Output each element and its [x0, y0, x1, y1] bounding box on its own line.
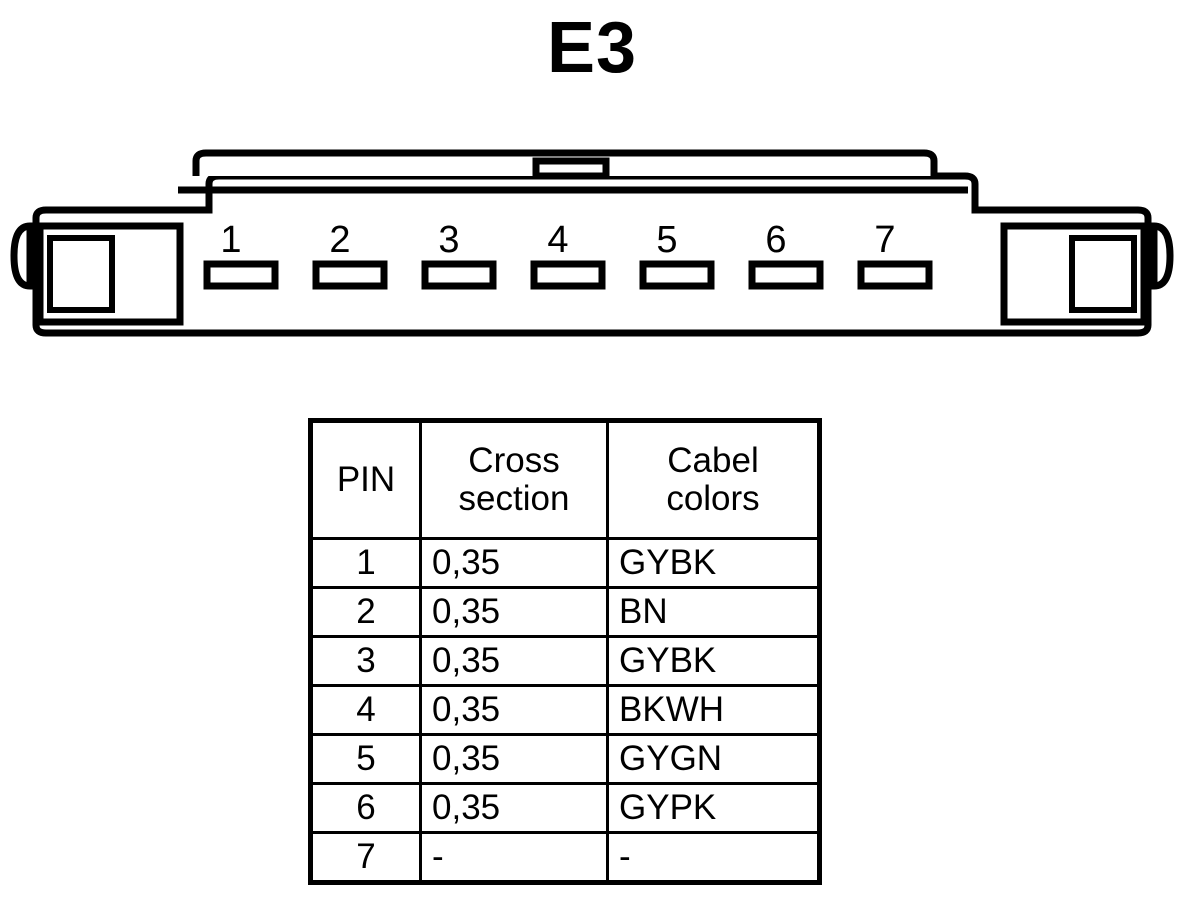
- column-header-cross-section: Cross section: [419, 419, 609, 540]
- column-header-cross-section-line2: section: [458, 479, 570, 518]
- pin-label-2: 2: [329, 219, 350, 261]
- cell-pin: 6: [309, 782, 422, 834]
- pin-slot-1: [203, 260, 279, 290]
- pin-label-6: 6: [765, 219, 786, 261]
- cell-pin: 2: [309, 586, 422, 638]
- cell-cabel-color: BN: [606, 586, 821, 638]
- pin-slot-6: [748, 260, 824, 290]
- cell-cross-section: 0,35: [419, 537, 609, 589]
- cell-pin: 3: [309, 635, 422, 687]
- cell-cross-section: -: [419, 831, 609, 884]
- cell-cross-section: 0,35: [419, 684, 609, 736]
- column-header-cabel-colors-line1: Cabel: [667, 441, 759, 481]
- cell-cabel-color: -: [606, 831, 821, 884]
- cell-pin: 4: [309, 684, 422, 736]
- right-tab-bump: [1150, 222, 1174, 290]
- pin-label-7: 7: [874, 219, 895, 261]
- cell-cabel-color: GYBK: [606, 635, 821, 687]
- cell-cabel-color: GYBK: [606, 537, 821, 589]
- cell-cross-section: 0,35: [419, 733, 609, 785]
- left-locking-tab-inner-square: [47, 235, 115, 313]
- pin-label-3: 3: [438, 219, 459, 261]
- pin-slot-7: [857, 260, 933, 290]
- column-header-pin: PIN: [309, 419, 422, 540]
- pin-label-5: 5: [656, 219, 677, 261]
- table-row: 7--: [309, 831, 821, 884]
- connector-diagram: 1 2 3 4 5 6 7: [0, 130, 1184, 360]
- cell-cross-section: 0,35: [419, 586, 609, 638]
- pin-label-4: 4: [547, 219, 568, 261]
- cell-pin: 7: [309, 831, 422, 884]
- pin-slot-3: [421, 260, 497, 290]
- cell-cabel-color: GYGN: [606, 733, 821, 785]
- latch-slot: [532, 157, 610, 180]
- column-header-cross-section-line1: Cross: [468, 441, 560, 481]
- pinout-table-header: PIN Cross section Cabel colors: [309, 419, 821, 540]
- page-title: E3: [546, 8, 638, 88]
- pin-slot-2: [312, 260, 388, 290]
- pin-slot-5: [639, 260, 715, 290]
- right-locking-tab-inner-square: [1069, 235, 1137, 313]
- connector-body-outline: [32, 172, 1152, 337]
- cell-cabel-color: GYPK: [606, 782, 821, 834]
- cell-pin: 5: [309, 733, 422, 785]
- connector-svg: 1 2 3 4 5 6 7: [10, 149, 1174, 337]
- column-header-cabel-colors: Cabel colors: [606, 419, 821, 540]
- cell-cross-section: 0,35: [419, 782, 609, 834]
- cell-cross-section: 0,35: [419, 635, 609, 687]
- pin-label-1: 1: [220, 219, 241, 261]
- cell-pin: 1: [309, 537, 422, 589]
- pin-slot-4: [530, 260, 606, 290]
- cell-cabel-color: BKWH: [606, 684, 821, 736]
- table-header-row: PIN Cross section Cabel colors: [309, 419, 821, 540]
- column-header-cabel-colors-line2: colors: [666, 479, 760, 518]
- left-tab-bump: [10, 222, 34, 290]
